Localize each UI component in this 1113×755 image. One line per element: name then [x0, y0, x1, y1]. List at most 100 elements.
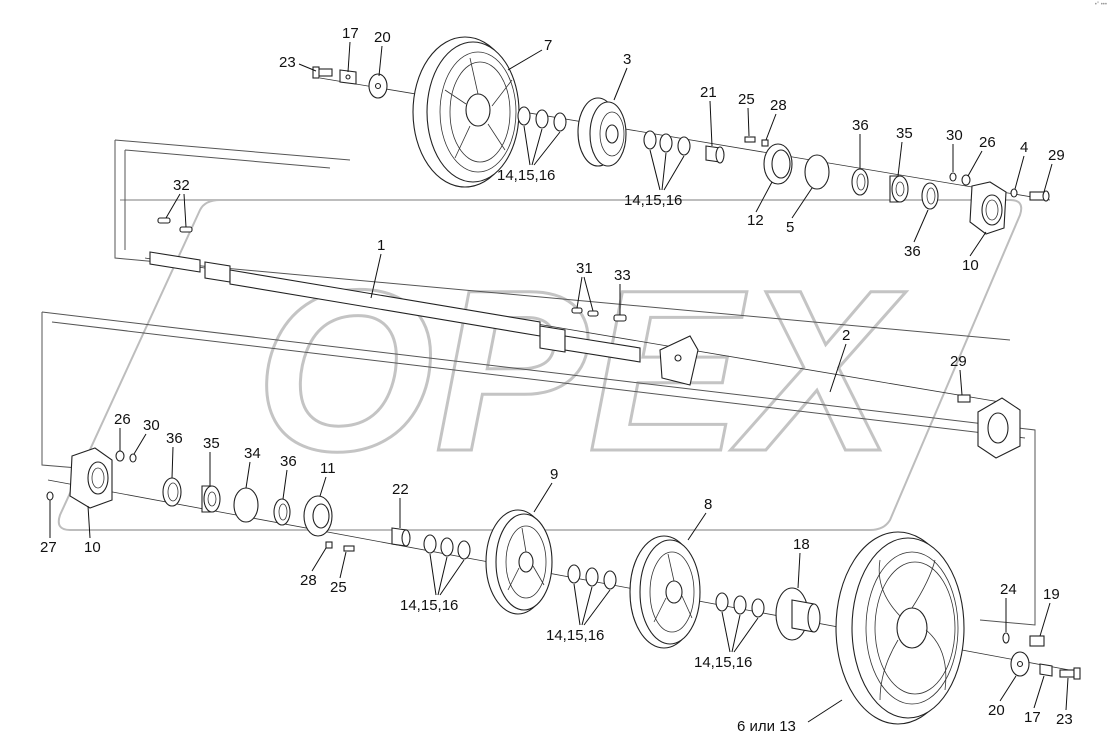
label-19: 19 [1043, 586, 1060, 603]
pulley-9 [485, 509, 553, 615]
upper-shaft-frame [114, 139, 1011, 341]
ring-5 [804, 154, 830, 190]
housing-10-upper [969, 181, 1007, 235]
label-14-15-16-upper-2: 14,15,16 [624, 192, 682, 209]
pulley-3 [577, 97, 627, 167]
label-36-upper-2: 36 [904, 243, 921, 260]
lock-plate-17-lower [1039, 663, 1053, 677]
washer-30-upper [949, 172, 957, 182]
rings-14-15-16-upper-2 [643, 130, 691, 156]
bolt-23-upper [312, 66, 333, 79]
label-12: 12 [747, 212, 764, 229]
label-6-or-13: 6 или 13 [737, 718, 796, 735]
label-9: 9 [550, 466, 558, 483]
seal-36-lower-2 [273, 498, 291, 526]
bolt-23-lower [1059, 667, 1081, 680]
shaft-1 [149, 251, 641, 363]
watermark-logo: OPEX [57, 199, 1023, 531]
bearing-35-upper [889, 175, 909, 203]
seal-36-lower-1 [162, 477, 182, 507]
label-14-15-16-lower-3: 14,15,16 [694, 654, 752, 671]
washer-20-lower [1010, 651, 1030, 677]
label-14-15-16-lower-1: 14,15,16 [400, 597, 458, 614]
lower-labels: 29 26 30 36 35 34 36 11 22 9 8 18 24 19 … [40, 353, 1073, 735]
label-29-upper: 29 [1048, 147, 1065, 164]
label-10-upper: 10 [962, 257, 979, 274]
label-32: 32 [173, 177, 190, 194]
label-22: 22 [392, 481, 409, 498]
label-36-lower-2: 36 [280, 453, 297, 470]
bushing-21 [705, 145, 725, 164]
label-20-upper: 20 [374, 29, 391, 46]
seal-36-upper-1 [851, 168, 869, 196]
label-36-lower-1: 36 [166, 430, 183, 447]
washer-24 [1002, 632, 1010, 644]
watermark-text: OPEX [255, 242, 906, 499]
label-1: 1 [377, 237, 385, 254]
rings-14-15-16-lower-1 [423, 534, 471, 560]
label-23-upper: 23 [279, 54, 296, 71]
flange-12 [763, 143, 793, 185]
label-35-lower: 35 [203, 435, 220, 452]
bushing-22 [391, 527, 411, 547]
washer-20-upper [368, 73, 388, 99]
cover-2 [659, 335, 699, 386]
label-8: 8 [704, 496, 712, 513]
flange-11 [303, 495, 333, 537]
grease-nipple-4 [1010, 188, 1018, 198]
label-33: 33 [614, 267, 631, 284]
label-24: 24 [1000, 581, 1017, 598]
label-36-upper-1: 36 [852, 117, 869, 134]
lock-plate-17-upper [339, 69, 357, 85]
housing-10-lower [69, 447, 113, 509]
rings-14-15-16-lower-2 [567, 564, 617, 590]
label-29-lower: 29 [950, 353, 967, 370]
label-7: 7 [544, 37, 552, 54]
label-3: 3 [623, 51, 631, 68]
label-4: 4 [1020, 139, 1028, 156]
bearing-35-lower [201, 485, 221, 513]
label-25-upper: 25 [738, 91, 755, 108]
flange-plate-right [977, 397, 1021, 459]
nut-26-upper [961, 174, 971, 186]
label-26-upper: 26 [979, 134, 996, 151]
wheel-6-or-13 [835, 531, 965, 725]
label-27: 27 [40, 539, 57, 556]
label-28-upper: 28 [770, 97, 787, 114]
grease-nipple-27 [46, 491, 54, 501]
label-14-15-16-upper-1: 14,15,16 [497, 167, 555, 184]
label-5: 5 [786, 219, 794, 236]
label-20-lower: 20 [988, 702, 1005, 719]
hub-18 [775, 587, 821, 641]
pulley-8 [629, 535, 701, 649]
bolt-25-lower [343, 545, 355, 552]
label-28-lower: 28 [300, 572, 317, 589]
rings-14-15-16-lower-3 [715, 592, 765, 618]
label-18: 18 [793, 536, 810, 553]
nut-28-upper [761, 139, 769, 147]
label-30-lower: 30 [143, 417, 160, 434]
label-17-upper: 17 [342, 25, 359, 42]
label-31: 31 [576, 260, 593, 277]
label-17-lower: 17 [1024, 709, 1041, 726]
bolt-25-upper [744, 136, 756, 143]
washer-30-lower [129, 453, 137, 463]
nut-28-lower [325, 541, 333, 549]
seal-36-upper-2 [921, 182, 939, 210]
label-25-lower: 25 [330, 579, 347, 596]
rings-14-15-16-upper-1 [517, 106, 567, 132]
label-14-15-16-lower-2: 14,15,16 [546, 627, 604, 644]
label-34: 34 [244, 445, 261, 462]
nut-26-lower [115, 450, 125, 462]
nut-19 [1029, 635, 1045, 647]
upper-labels: 23 17 20 7 3 21 25 28 36 35 30 26 4 29 3… [165, 25, 1065, 393]
label-10-lower: 10 [84, 539, 101, 556]
label-2: 2 [842, 327, 850, 344]
label-11: 11 [320, 460, 336, 477]
key-33 [613, 314, 627, 322]
label-21: 21 [700, 84, 717, 101]
corner-mark: •″ ••• [1094, 2, 1107, 8]
bolt-29-lower [957, 394, 971, 403]
bolt-29-upper [1029, 190, 1050, 202]
